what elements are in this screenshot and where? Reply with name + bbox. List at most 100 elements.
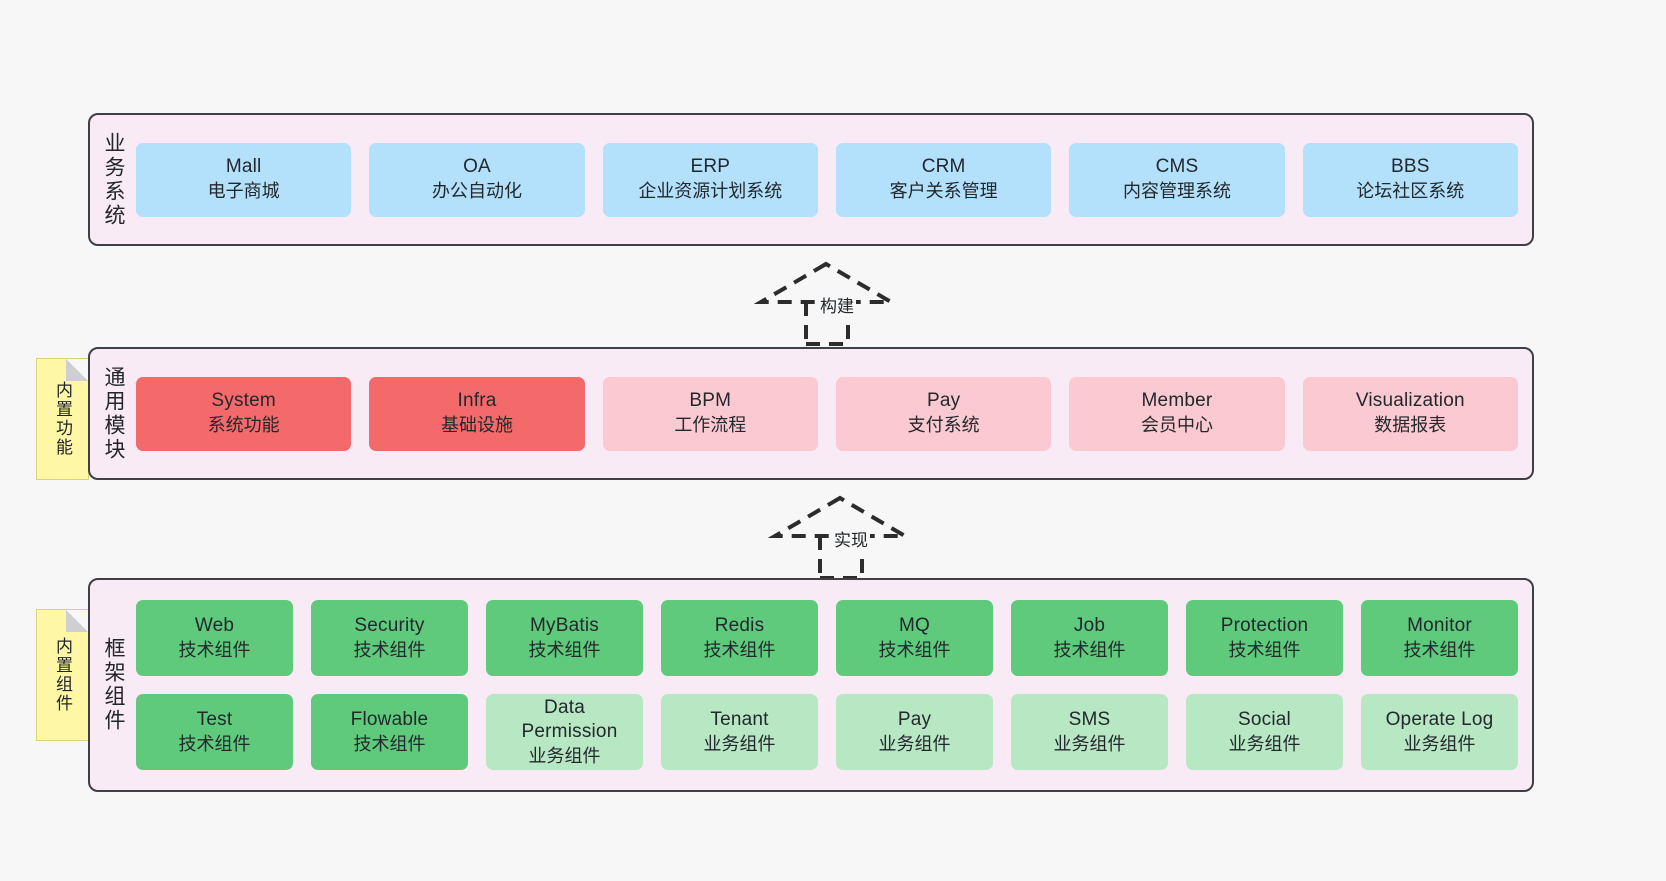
node-crm-en: CRM	[921, 156, 966, 178]
node-pay-component[interactable]: Pay 业务组件	[836, 694, 993, 770]
node-bpm[interactable]: BPM 工作流程	[602, 376, 818, 451]
layer-framework-component-title: 框架组件	[102, 637, 125, 733]
node-pay-component-en: Pay	[897, 708, 932, 730]
connector-build: 构建	[753, 258, 906, 346]
connector-implement-label: 实现	[832, 526, 870, 551]
node-mall-en: Mall	[225, 156, 262, 178]
node-visualization-en: Visualization	[1355, 390, 1465, 412]
node-bpm-cn: 工作流程	[674, 415, 747, 436]
layer-framework-component: 框架组件 Web 技术组件 Security 技术组件 MyBatis 技术组件…	[88, 578, 1534, 792]
node-test[interactable]: Test 技术组件	[136, 694, 293, 770]
node-oa-en: OA	[463, 156, 491, 178]
node-oa-cn: 办公自动化	[431, 181, 522, 202]
node-pay-module-cn: 支付系统	[907, 415, 980, 436]
node-monitor-en: Monitor	[1407, 614, 1472, 636]
node-cms-en: CMS	[1155, 156, 1199, 178]
layer-framework-component-body: Web 技术组件 Security 技术组件 MyBatis 技术组件 Redi…	[136, 580, 1532, 790]
node-flowable-cn: 技术组件	[353, 733, 426, 754]
node-member-en: Member	[1141, 390, 1213, 412]
node-bbs-cn: 论坛社区系统	[1356, 181, 1465, 202]
node-row: System 系统功能 Infra 基础设施 BPM 工作流程 Pay 支付系统…	[136, 376, 1518, 451]
node-pay-module-en: Pay	[926, 390, 961, 412]
node-job[interactable]: Job 技术组件	[1011, 600, 1168, 676]
note-builtin-component-text: 内置组件	[53, 637, 72, 713]
node-redis-cn: 技术组件	[703, 639, 776, 660]
node-data-permission-cn: 业务组件	[528, 746, 601, 766]
layer-business-system-body: Mall 电子商城 OA 办公自动化 ERP 企业资源计划系统 CRM 客户关系…	[136, 115, 1532, 244]
node-security[interactable]: Security 技术组件	[311, 600, 468, 676]
node-infra[interactable]: Infra 基础设施	[369, 376, 585, 451]
node-infra-cn: 基础设施	[440, 415, 513, 436]
node-sms-cn: 业务组件	[1053, 733, 1126, 754]
node-crm-cn: 客户关系管理	[889, 181, 998, 202]
node-oa[interactable]: OA 办公自动化	[369, 142, 585, 217]
node-bpm-en: BPM	[689, 390, 732, 412]
note-builtin-component: 内置组件	[36, 609, 89, 741]
node-social-en: Social	[1238, 708, 1291, 730]
node-mall[interactable]: Mall 电子商城	[136, 142, 352, 217]
node-flowable[interactable]: Flowable 技术组件	[311, 694, 468, 770]
node-redis[interactable]: Redis 技术组件	[661, 600, 818, 676]
node-redis-en: Redis	[714, 614, 765, 636]
node-member[interactable]: Member 会员中心	[1069, 376, 1285, 451]
layer-common-module-title: 通用模块	[102, 365, 125, 462]
node-social-cn: 业务组件	[1228, 733, 1301, 754]
node-mall-cn: 电子商城	[207, 181, 280, 202]
node-infra-en: Infra	[457, 390, 497, 412]
node-system-en: System	[211, 390, 276, 412]
node-cms[interactable]: CMS 内容管理系统	[1069, 142, 1285, 217]
node-mybatis-cn: 技术组件	[528, 639, 601, 660]
node-security-en: Security	[354, 614, 425, 636]
node-erp[interactable]: ERP 企业资源计划系统	[602, 142, 818, 217]
node-tenant[interactable]: Tenant 业务组件	[661, 694, 818, 770]
node-system-cn: 系统功能	[207, 415, 280, 436]
node-tenant-en: Tenant	[710, 708, 769, 730]
node-operate-log[interactable]: Operate Log 业务组件	[1361, 694, 1518, 770]
node-monitor[interactable]: Monitor 技术组件	[1361, 600, 1518, 676]
node-protection[interactable]: Protection 技术组件	[1186, 600, 1343, 676]
node-cms-cn: 内容管理系统	[1122, 181, 1231, 202]
node-mq-cn: 技术组件	[878, 639, 951, 660]
node-pay-module[interactable]: Pay 支付系统	[835, 376, 1052, 451]
node-mybatis-en: MyBatis	[530, 614, 599, 636]
node-protection-en: Protection	[1220, 614, 1309, 636]
node-member-cn: 会员中心	[1140, 415, 1213, 436]
node-bbs-en: BBS	[1390, 156, 1430, 178]
node-bbs[interactable]: BBS 论坛社区系统	[1302, 142, 1518, 217]
node-job-en: Job	[1073, 614, 1106, 636]
node-web-cn: 技术组件	[178, 639, 251, 660]
node-visualization[interactable]: Visualization 数据报表	[1302, 376, 1518, 451]
node-social[interactable]: Social 业务组件	[1186, 694, 1343, 770]
node-data-permission[interactable]: Data Permission 业务组件	[486, 694, 643, 770]
node-protection-cn: 技术组件	[1228, 639, 1301, 660]
node-web-en: Web	[194, 614, 235, 636]
node-sms-en: SMS	[1068, 708, 1111, 730]
node-job-cn: 技术组件	[1053, 639, 1126, 660]
layer-common-module: 通用模块 System 系统功能 Infra 基础设施 BPM 工作流程 Pay…	[88, 347, 1534, 480]
node-pay-component-cn: 业务组件	[878, 733, 951, 754]
node-mybatis[interactable]: MyBatis 技术组件	[486, 600, 643, 676]
node-flowable-en: Flowable	[350, 708, 429, 730]
node-row: Mall 电子商城 OA 办公自动化 ERP 企业资源计划系统 CRM 客户关系…	[136, 142, 1518, 217]
node-sms[interactable]: SMS 业务组件	[1011, 694, 1168, 770]
node-erp-cn: 企业资源计划系统	[638, 181, 783, 202]
connector-build-label: 构建	[818, 292, 856, 317]
node-mq-en: MQ	[898, 614, 930, 636]
node-web[interactable]: Web 技术组件	[136, 600, 293, 676]
node-tenant-cn: 业务组件	[703, 733, 776, 754]
node-visualization-cn: 数据报表	[1374, 415, 1447, 436]
node-row: Web 技术组件 Security 技术组件 MyBatis 技术组件 Redi…	[136, 600, 1518, 676]
layer-business-system-title: 业务系统	[102, 131, 125, 228]
layer-common-module-body: System 系统功能 Infra 基础设施 BPM 工作流程 Pay 支付系统…	[136, 349, 1532, 478]
node-data-permission-en: Data Permission	[521, 696, 618, 743]
node-erp-en: ERP	[690, 156, 731, 178]
node-operate-log-en: Operate Log	[1385, 708, 1494, 730]
note-builtin-function-text: 内置功能	[53, 381, 72, 457]
node-mq[interactable]: MQ 技术组件	[836, 600, 993, 676]
node-crm[interactable]: CRM 客户关系管理	[835, 142, 1052, 217]
node-operate-log-cn: 业务组件	[1403, 733, 1476, 754]
node-row: Test 技术组件 Flowable 技术组件 Data Permission …	[136, 694, 1518, 770]
layer-business-system: 业务系统 Mall 电子商城 OA 办公自动化 ERP 企业资源计划系统 CRM…	[88, 113, 1534, 246]
note-builtin-function: 内置功能	[36, 358, 89, 480]
node-system[interactable]: System 系统功能	[136, 376, 352, 451]
